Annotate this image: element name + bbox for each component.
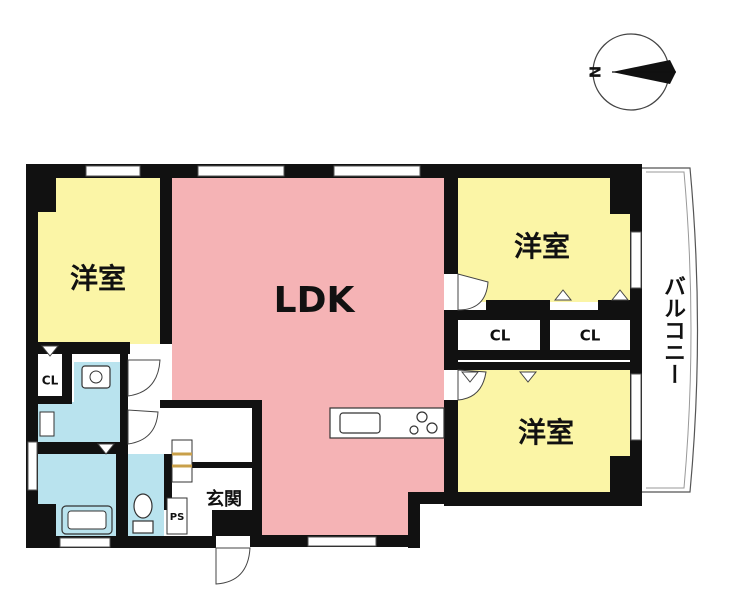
closet-west-label: CL [42,374,59,388]
labels: 洋室 LDK 洋室 洋室 玄関 CL CL CL PS バルコニー [42,230,685,523]
doors [40,273,630,585]
ldk-label: LDK [274,280,356,321]
genkan-step [171,439,193,483]
closet-east-label: CL [580,327,601,345]
west-bedroom-fill [38,176,162,344]
kitchen-sink-icon [339,412,381,434]
balcony [638,167,699,493]
compass-north-label: N [587,66,605,79]
washer-icon [39,411,55,437]
closet-center-label: CL [490,327,511,345]
stove-burner-icon [416,411,428,423]
genkan-label: 玄関 [206,488,242,510]
toilet-icon [133,493,153,519]
closet-west-fill [38,364,62,396]
room-fills [38,176,630,536]
southeast-bedroom-label: 洋室 [518,416,574,449]
ps-label: PS [170,512,185,523]
stove-burner-icon [409,425,419,435]
southeast-bedroom-fill [458,370,630,494]
compass: N [587,33,676,111]
balcony-label: バルコニー [660,275,685,385]
west-bedroom-label: 洋室 [70,262,126,295]
fixtures [39,365,445,535]
ps-box [166,497,188,535]
ldk-fill [172,178,444,535]
windows [27,165,642,548]
northeast-bedroom-label: 洋室 [514,230,570,263]
stove-burner-icon [426,422,438,434]
washbasin-icon [81,365,111,389]
